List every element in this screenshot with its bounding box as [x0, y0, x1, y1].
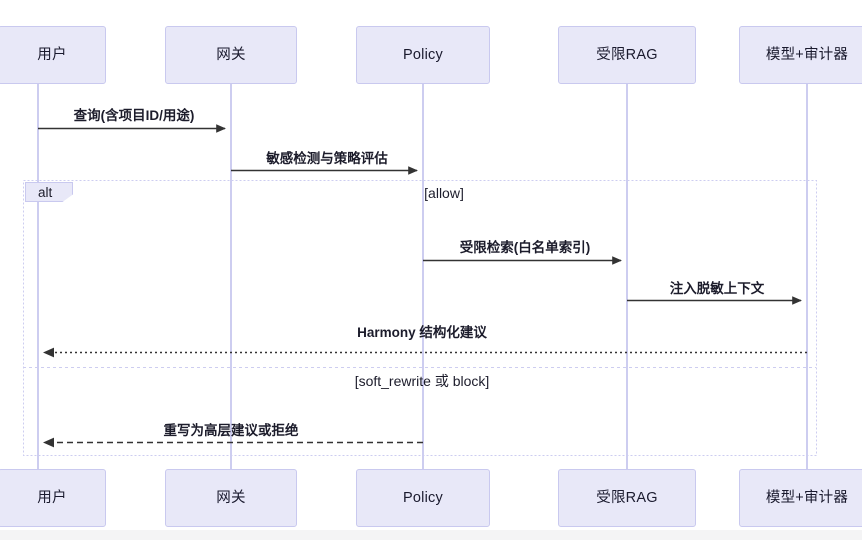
message-label-m6: 重写为高层建议或拒绝 [163, 423, 299, 438]
participant-box-user-top[interactable]: 用户 [0, 26, 106, 84]
message-label-m2: 敏感检测与策略评估 [266, 151, 388, 166]
participant-label-model: 模型+审计器 [765, 46, 849, 63]
participant-label-rag: 受限RAG [596, 46, 658, 63]
alt-condition-c1: [allow] [424, 185, 464, 201]
participant-label-gateway: 网关 [216, 489, 246, 506]
lifelines-group [37, 84, 808, 469]
participant-box-user-bottom[interactable]: 用户 [0, 469, 106, 527]
participant-box-model-top[interactable]: 模型+审计器 [739, 26, 862, 84]
alt-frame-outline [23, 180, 817, 456]
message-label-m5: Harmony 结构化建议 [357, 325, 487, 340]
message-label-m3: 受限检索(白名单索引) [459, 240, 591, 255]
participant-label-policy: Policy [403, 46, 443, 63]
participant-label-gateway: 网关 [216, 46, 246, 63]
participant-label-model: 模型+审计器 [765, 489, 849, 506]
participant-box-policy-top[interactable]: Policy [356, 26, 490, 84]
alt-fragment-tag: alt [25, 182, 73, 202]
participant-box-gateway-bottom[interactable]: 网关 [165, 469, 297, 527]
alt-condition-c2: [soft_rewrite 或 block] [354, 373, 490, 389]
participant-box-rag-bottom[interactable]: 受限RAG [558, 469, 696, 527]
participant-label-rag: 受限RAG [596, 489, 658, 506]
participant-box-rag-top[interactable]: 受限RAG [558, 26, 696, 84]
participant-label-user: 用户 [37, 489, 67, 506]
participant-box-model-bottom[interactable]: 模型+审计器 [739, 469, 862, 527]
participant-label-user: 用户 [37, 46, 67, 63]
message-label-m1: 查询(含项目ID/用途) [73, 108, 195, 123]
participant-box-policy-bottom[interactable]: Policy [356, 469, 490, 527]
message-label-m4: 注入脱敏上下文 [669, 281, 765, 296]
alt-fragment-frame [23, 180, 817, 456]
message-arrows-group [38, 124, 807, 448]
participant-box-gateway-top[interactable]: 网关 [165, 26, 297, 84]
footer-band [0, 530, 862, 540]
participant-label-policy: Policy [403, 489, 443, 506]
